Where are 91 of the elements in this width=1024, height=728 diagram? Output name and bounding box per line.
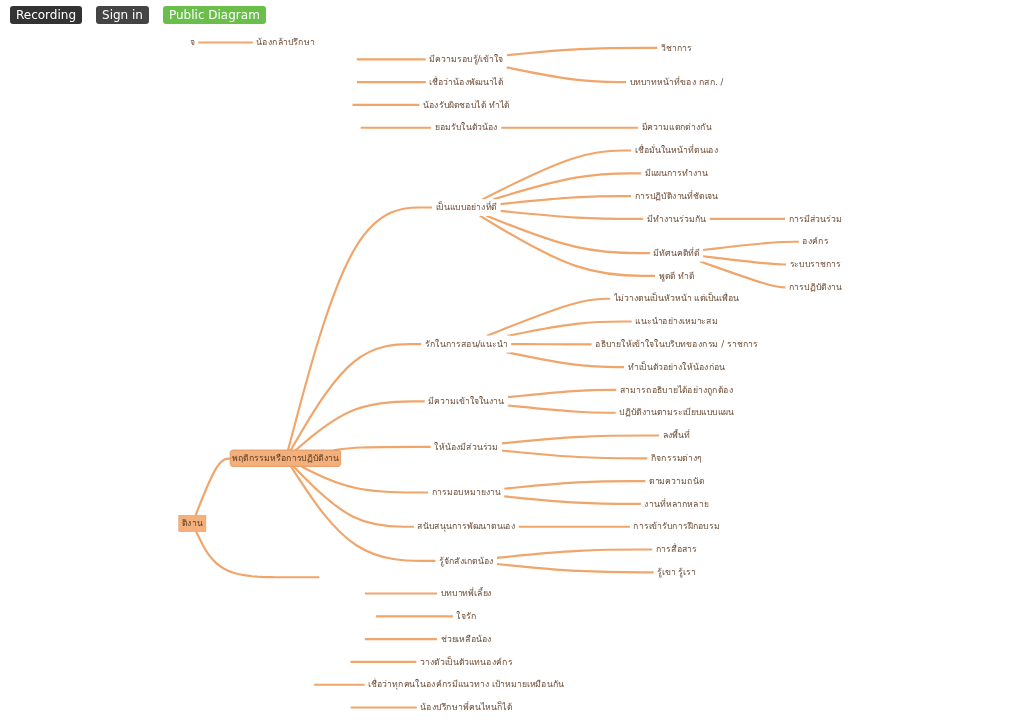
branch-line (352, 103, 420, 106)
node-text: วางตัวเป็นตัวแทนองค์กร (420, 656, 513, 667)
branch-line (286, 206, 433, 451)
branch-line (198, 41, 254, 44)
node-text: วิชาการ (661, 42, 692, 53)
branch-line (360, 126, 432, 129)
branch-line (294, 400, 425, 452)
branch-line (292, 466, 415, 528)
node-text: ตามความถนัด (649, 475, 704, 487)
node-text: ลงพื้นที่ (662, 430, 691, 441)
node-box: ติงาน (178, 515, 207, 532)
node-text: มีแผนการทำงาน (644, 167, 709, 179)
node-text: มีความเข้าใจในงาน (428, 395, 505, 407)
branch-line (506, 66, 627, 84)
node-text: ระบบราชการ (789, 259, 842, 270)
node-text: น้องรับผิดชอบได้ ทำได้ (423, 99, 510, 110)
node-text: ยอมรับในตัวน้อง (434, 122, 498, 133)
node-text: เชื่อมั่นในหน้าที่ตนเอง (634, 145, 719, 156)
branch-line (301, 465, 429, 494)
node-text: งานที่หลากหลาย (644, 498, 709, 509)
branch-line (507, 404, 616, 414)
node-text: มีทำงานร่วมกัน (646, 213, 707, 224)
node-text: มีความแตกต่างกัน (641, 122, 712, 133)
branch-line (506, 46, 658, 57)
node-text: ปฏิบัติงานตามระเบียบแบบแผน (619, 407, 734, 418)
branch-line (492, 172, 642, 201)
node-text: ให้น้องมีส่วนร่วม (434, 441, 499, 452)
branch-line (375, 615, 454, 618)
branch-line (501, 449, 648, 460)
branch-line (364, 592, 438, 595)
node-text: ทำเป็นตัวอย่างให้น้องก่อน (627, 361, 726, 373)
branch-line (506, 351, 625, 369)
branch-line (350, 706, 418, 709)
branch-line (289, 342, 422, 451)
node-text: รู้จักสังเกตน้อง (439, 555, 494, 566)
branch-line (501, 126, 639, 129)
node-text: องค์กร (802, 236, 829, 247)
node-text: บทบาทหน้าที่ของ กสก. / (629, 76, 724, 87)
branch-line (496, 562, 654, 574)
branch-line (486, 214, 651, 255)
branch-line (290, 466, 436, 563)
label-text: Sign in (96, 6, 149, 24)
node-text: เชื่อว่าทุกคนในองค์กรมีแนวทาง เป้าหมายเหมือนกัน (368, 679, 565, 690)
node-text: การสื่อสาร (655, 544, 698, 555)
branch-line (194, 457, 231, 516)
node-text: สามารถอธิบายได้อย่างถูกต้อง (620, 384, 733, 395)
node-text: การปฏิบัติงานที่ชัดเจน (634, 190, 719, 202)
node-text: บทบาทพี่เลี้ยง (440, 588, 492, 599)
branch-line (486, 297, 611, 337)
node-text: แนะนำอย่างเหมาะสม (635, 316, 718, 327)
node-text: กิจกรรมต่างๆ (651, 452, 703, 464)
branch-line (501, 434, 660, 445)
branch-line (481, 149, 632, 201)
node-text: อธิบายให้เข้าใจในบริบทของกรม / ราชการ (595, 338, 758, 350)
label-text: Public Diagram (162, 6, 266, 24)
branch-line (503, 495, 642, 505)
node-text: จ (189, 37, 195, 48)
branch-line (702, 255, 787, 266)
node-text: น้องกล้าปรึกษา (256, 37, 315, 48)
branch-line (500, 209, 644, 220)
node-text: มีความรอบรู้/เข้าใจ (429, 53, 504, 65)
node-text: ใจรัก (456, 610, 477, 622)
branch-line (702, 240, 800, 252)
branch-line (333, 445, 431, 452)
branch-line (195, 531, 320, 579)
branch-line (364, 638, 438, 641)
node-text: การปฏิบัติงาน (789, 281, 842, 293)
node-text: ไม่วางตนเป็นหัวหน้า แต่เป็นเพื่อน (613, 293, 740, 304)
node-text: น้องปรึกษาพี่คนไหนก็ได้ (420, 702, 513, 713)
branch-line (507, 388, 617, 399)
branch-line (314, 683, 365, 686)
node-text: พูดดี ทำดี (658, 270, 695, 281)
branch-line (356, 81, 427, 84)
branch-line (496, 548, 653, 559)
node-text: รู้เขา รู้เรา (657, 566, 696, 578)
branch-line (479, 214, 656, 277)
branch-line (510, 343, 592, 346)
node-text: เชื่อว่าน้องพัฒนาได้ (429, 76, 504, 87)
branch-line (356, 58, 426, 61)
node-text: สนับสนุนการพัฒนาตนเอง (417, 521, 516, 532)
branch-line (518, 525, 631, 528)
node-text: ช่วยเหลือน้อง (440, 633, 492, 644)
node-text: การเข้ารับการฝึกอบรม (633, 521, 720, 532)
node-text: การมอบหมายงาน (431, 487, 501, 498)
branch-line (709, 217, 786, 220)
branch-line (699, 260, 786, 289)
branch-line (503, 480, 646, 490)
node-text: การมีส่วนร่วม (788, 213, 842, 224)
label-text: Recording (10, 6, 83, 24)
branch-line (500, 195, 632, 206)
branch-line (350, 660, 417, 663)
